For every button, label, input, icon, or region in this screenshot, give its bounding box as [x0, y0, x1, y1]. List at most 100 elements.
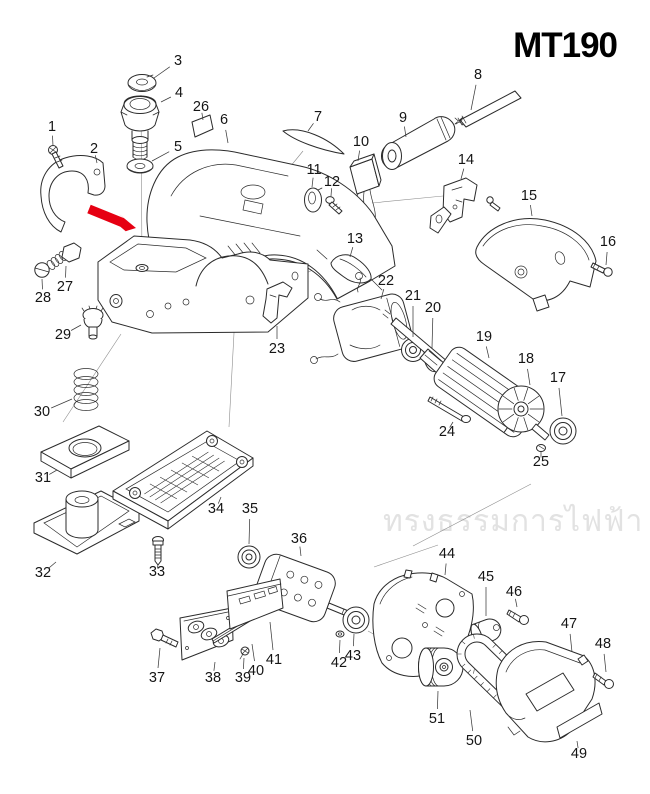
part-11-grommet: [304, 187, 323, 213]
leader-line-20: [431, 317, 434, 349]
leader-line-46: [515, 598, 518, 608]
part-17-bearing: [549, 417, 577, 445]
part-33-screw: [152, 536, 164, 566]
part-13-capacitor: [316, 249, 383, 291]
part-label-7: 7: [314, 109, 322, 125]
leader-line-17: [558, 387, 563, 417]
part-label-46: 46: [506, 584, 522, 600]
leader-line-41: [269, 621, 274, 651]
part-18-fan: [497, 385, 550, 441]
part-label-10: 10: [353, 134, 369, 150]
leader-line-19: [485, 346, 490, 359]
part-39-screw: [239, 646, 250, 660]
leader-line-16: [605, 251, 608, 266]
leader-line-31: [49, 469, 58, 475]
part-9-grip: [381, 116, 456, 170]
part-label-11: 11: [306, 162, 321, 178]
leader-line-2: [94, 155, 98, 164]
part-16-screw: [590, 262, 613, 277]
leader-line-13: [349, 246, 354, 258]
part-label-19: 19: [476, 329, 492, 345]
part-label-15: 15: [521, 188, 537, 204]
leader-line-28: [41, 278, 43, 290]
part-10-switch: [345, 153, 382, 230]
leader-line-27: [65, 265, 67, 278]
part-46-screw: [506, 609, 529, 625]
leader-line-44: [444, 563, 447, 576]
part-label-14: 14: [458, 152, 474, 168]
part-label-29: 29: [55, 327, 71, 343]
leader-line-14: [460, 168, 465, 180]
part-7-blade-sliver: [282, 129, 345, 155]
leader-line-40: [251, 643, 255, 662]
part-label-32: 32: [35, 565, 51, 581]
part-label-24: 24: [439, 424, 455, 440]
part-label-51: 51: [429, 711, 445, 727]
part-37-bolt: [150, 628, 179, 648]
part-29-thumb-knob: [81, 305, 104, 340]
leader-line-49: [576, 740, 579, 749]
part-30-spring: [73, 368, 99, 411]
leader-line-1: [52, 135, 54, 147]
model-title: MT190: [513, 26, 618, 65]
part-label-13: 13: [347, 231, 363, 247]
part-24-long-screw: [427, 396, 471, 423]
pointer-arrow: [87, 204, 136, 232]
leader-line-35: [248, 518, 251, 545]
part-label-49: 49: [571, 746, 587, 762]
part-label-17: 17: [550, 370, 566, 386]
leader-line-5: [151, 151, 170, 162]
leader-line-15: [530, 204, 533, 217]
leader-line-4: [160, 96, 172, 103]
part-32-front-base: [33, 490, 140, 555]
leader-line-18: [527, 368, 531, 386]
part-label-35: 35: [242, 501, 258, 517]
part-2-guard: [40, 155, 106, 233]
leader-line-38: [213, 661, 216, 671]
part-label-31: 31: [35, 470, 51, 486]
leader-line-24: [449, 421, 454, 428]
part-label-34: 34: [208, 501, 224, 517]
part-label-9: 9: [399, 110, 407, 126]
part-label-4: 4: [175, 85, 183, 101]
leader-line-36: [299, 546, 302, 557]
part-label-37: 37: [149, 670, 165, 686]
part-label-43: 43: [345, 648, 361, 664]
part-label-26: 26: [193, 99, 209, 115]
part-label-6: 6: [220, 112, 228, 128]
part-14-bracket: [429, 177, 501, 234]
part-label-36: 36: [291, 531, 307, 547]
part-label-16: 16: [600, 234, 616, 250]
leader-line-33: [157, 563, 159, 569]
leader-line-32: [48, 561, 57, 569]
part-label-8: 8: [474, 67, 482, 83]
part-6-housing-base: [97, 235, 309, 334]
part-5-washer: [126, 158, 154, 174]
part-22-stator: [310, 272, 413, 364]
part-label-5: 5: [174, 139, 182, 155]
leader-line-9: [404, 126, 407, 138]
leader-line-3: [153, 66, 171, 79]
part-49-label-sticker: [556, 702, 603, 739]
part-label-12: 12: [324, 174, 340, 190]
part-label-44: 44: [439, 546, 455, 562]
part-1-screw: [48, 145, 64, 169]
part-label-2: 2: [90, 141, 98, 157]
part-35-bearing: [237, 545, 261, 569]
part-label-38: 38: [205, 670, 221, 686]
part-28-screw: [34, 262, 50, 278]
leader-line-39: [243, 657, 245, 670]
part-12-screw: [325, 196, 343, 215]
part-51-large-pulley: [418, 647, 464, 687]
leader-line-8: [470, 84, 477, 111]
part-label-25: 25: [533, 454, 549, 470]
leader-line-22: [380, 288, 385, 300]
part-label-41: 41: [266, 652, 282, 668]
leader-line-26: [201, 112, 204, 121]
part-26-label-plate: [191, 114, 214, 138]
part-27-adjuster: [44, 242, 82, 272]
part-label-28: 28: [35, 290, 51, 306]
